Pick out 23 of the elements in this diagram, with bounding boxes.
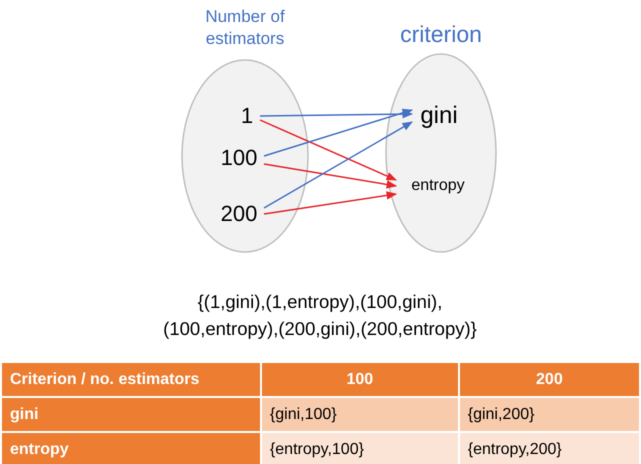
set-heading: criterion bbox=[399, 20, 483, 48]
set-notation: {(1,gini),(1,entropy),(100,gini), (100,entropy),(200,gini),(200,entropy)} bbox=[162, 290, 478, 341]
row-header: entropy bbox=[1, 432, 261, 464]
arrow bbox=[264, 108, 413, 157]
arrow bbox=[260, 119, 397, 181]
column-header: 100 bbox=[260, 362, 459, 397]
set-element-label: 200 bbox=[220, 200, 258, 228]
table-cell: {entropy,100} bbox=[260, 432, 459, 464]
arrow bbox=[264, 163, 398, 189]
column-header: Criterion / no. estimators bbox=[1, 362, 261, 397]
arrow bbox=[264, 191, 398, 215]
set-element-label: entropy bbox=[410, 176, 466, 196]
table-cell: {gini,100} bbox=[260, 397, 459, 432]
table-cell: {entropy,200} bbox=[458, 432, 640, 464]
arrow bbox=[264, 121, 413, 209]
set-heading: Number of estimators bbox=[204, 6, 286, 50]
set-element-label: 100 bbox=[220, 144, 258, 172]
set-element-label: gini bbox=[419, 101, 459, 131]
set-element-label: 1 bbox=[240, 102, 254, 130]
arrow bbox=[260, 110, 414, 118]
row-header: gini bbox=[1, 397, 261, 432]
column-header: 200 bbox=[458, 362, 640, 397]
table-cell: {gini,200} bbox=[458, 397, 640, 432]
